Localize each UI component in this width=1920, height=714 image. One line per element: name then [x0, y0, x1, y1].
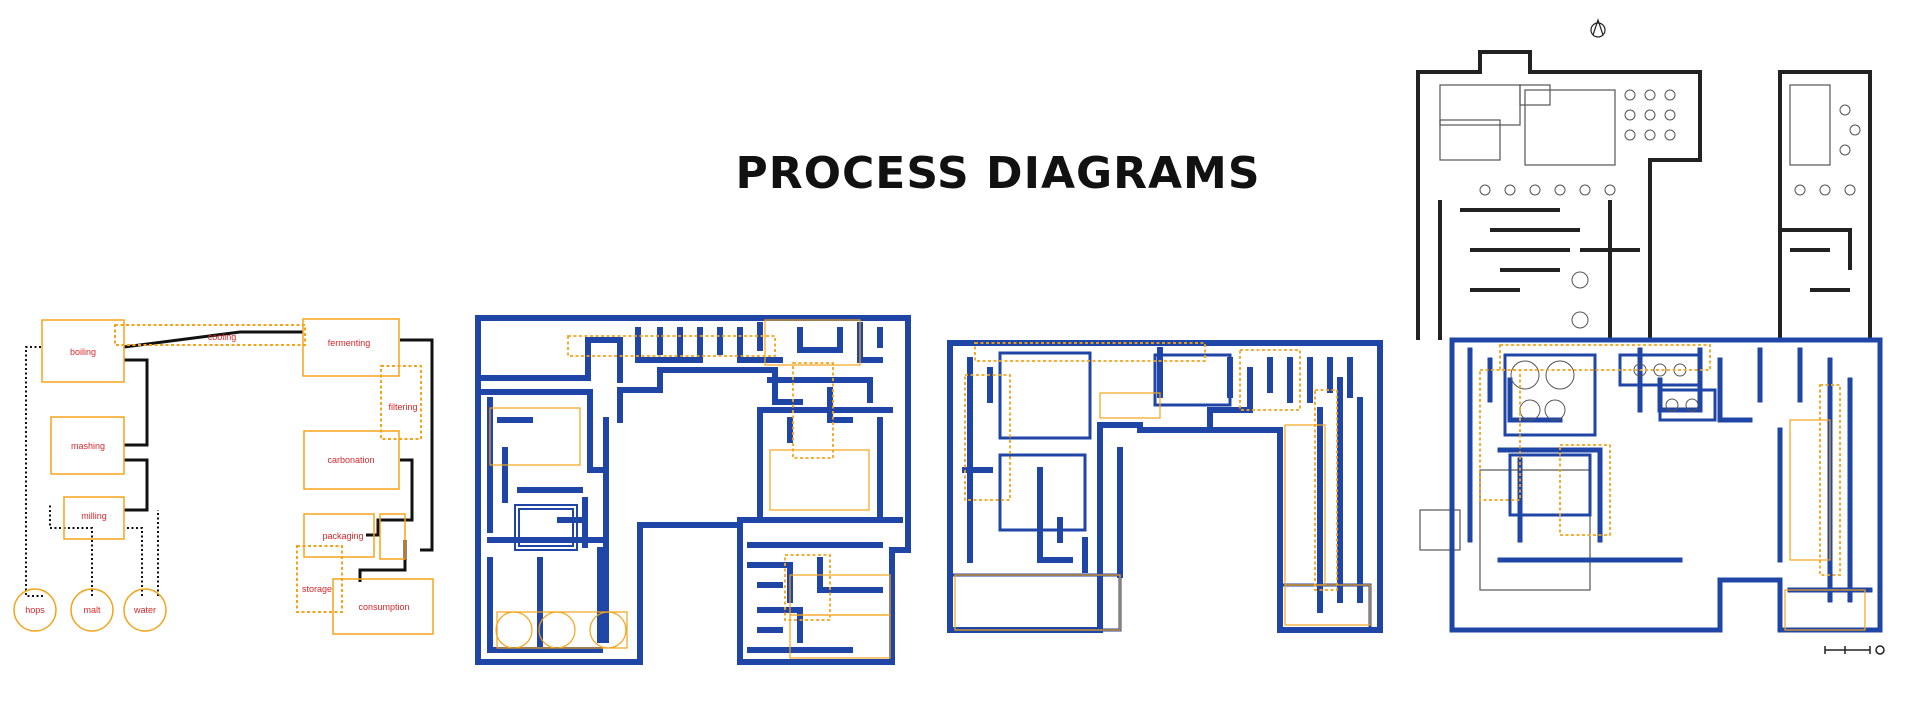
page-title: PROCESS DIAGRAMS: [735, 148, 1261, 199]
step-boiling: boiling: [70, 347, 96, 357]
ingredient-hops: hops: [25, 605, 45, 615]
step-consumption: consumption: [358, 602, 409, 612]
step-filtering: filtering: [388, 402, 417, 412]
step-mashing: mashing: [71, 441, 105, 451]
step-milling: milling: [81, 511, 107, 521]
step-cooling: cooling: [208, 332, 237, 342]
floor-plan-diagram: [1416, 18, 1885, 655]
step-carbonation: carbonation: [327, 455, 374, 465]
ingredient-water: water: [133, 605, 156, 615]
process-flow-diagram: boiling cooling fermenting filtering mas…: [13, 318, 434, 635]
ingredient-malt: malt: [83, 605, 101, 615]
north-arrow-icon: [1590, 18, 1606, 38]
step-fermenting: fermenting: [328, 338, 371, 348]
maze-diagram: [475, 315, 911, 665]
step-storage: storage: [302, 584, 332, 594]
schematic-plan-diagram: [947, 340, 1383, 633]
scale-bar-icon: [1824, 645, 1885, 655]
step-packaging: packaging: [322, 531, 363, 541]
